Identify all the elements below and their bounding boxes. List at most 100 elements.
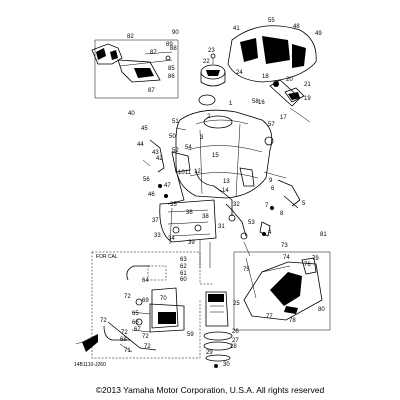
callout-31: 31 xyxy=(218,224,225,230)
callout-46: 46 xyxy=(148,192,155,198)
hose-group xyxy=(195,167,255,240)
callout-53: 53 xyxy=(248,220,255,226)
callout-1: 1 xyxy=(229,101,233,107)
callout-67: 67 xyxy=(134,327,141,333)
fuel-cap-assembly xyxy=(198,53,226,106)
callout-65: 65 xyxy=(132,311,139,317)
callout-89: 89 xyxy=(166,42,173,48)
right-brackets xyxy=(243,179,301,257)
callout-15: 15 xyxy=(212,153,219,159)
callout-85: 85 xyxy=(168,66,175,72)
copyright-notice: ©2013 Yamaha Motor Corporation, U.S.A. A… xyxy=(95,385,325,395)
callout-63: 63 xyxy=(180,257,187,263)
callout-14: 14 xyxy=(222,188,229,194)
callout-81: 81 xyxy=(320,232,327,238)
callout-72: 72 xyxy=(144,344,151,350)
left-brackets xyxy=(142,139,191,205)
callout-72: 72 xyxy=(124,294,131,300)
callout-86: 86 xyxy=(168,74,175,80)
callout-13: 13 xyxy=(223,179,230,185)
callout-45: 45 xyxy=(141,126,148,132)
callout-26: 26 xyxy=(232,329,239,335)
callout-59: 59 xyxy=(187,332,194,338)
callout-51: 51 xyxy=(172,119,179,125)
callout-2: 2 xyxy=(207,114,211,120)
callout-61: 61 xyxy=(180,271,187,277)
callout-82: 82 xyxy=(127,34,134,40)
callout-77: 77 xyxy=(266,314,273,320)
callout-75: 75 xyxy=(243,267,250,273)
callout-40: 40 xyxy=(128,111,135,117)
callout-36: 36 xyxy=(186,210,193,216)
callout-55: 55 xyxy=(268,18,275,24)
callout-50: 50 xyxy=(169,134,176,140)
callout-64: 64 xyxy=(142,278,149,284)
callout-39: 39 xyxy=(188,240,195,246)
callout-88: 88 xyxy=(170,46,177,52)
callout-9: 9 xyxy=(269,178,273,184)
callout-32: 32 xyxy=(233,202,240,208)
callout-44: 44 xyxy=(137,142,144,148)
fuel-pump xyxy=(203,291,233,368)
callout-8: 8 xyxy=(280,211,284,217)
callout-72: 72 xyxy=(142,334,149,340)
callout-19: 19 xyxy=(304,96,311,102)
callout-43: 43 xyxy=(152,150,159,156)
callout-4: 4 xyxy=(268,230,272,236)
inset-box-82 xyxy=(91,39,179,99)
callout-12: 12 xyxy=(194,169,201,175)
callout-80: 80 xyxy=(318,307,325,313)
tank-bottom-view xyxy=(227,25,317,83)
callout-58: 58 xyxy=(252,99,259,105)
callout-49: 49 xyxy=(315,31,322,37)
callout-23: 23 xyxy=(208,48,215,54)
callout-78: 78 xyxy=(289,318,296,324)
valve-group xyxy=(269,79,311,123)
callout-10: 10 xyxy=(178,170,185,176)
callout-27: 27 xyxy=(232,338,239,344)
callout-22: 22 xyxy=(203,59,210,65)
cal-region xyxy=(91,251,214,359)
callout-70: 70 xyxy=(160,296,167,302)
callout-56: 56 xyxy=(143,177,150,183)
callout-11: 11 xyxy=(185,170,192,176)
inset-box-73 xyxy=(233,251,331,331)
callout-38: 38 xyxy=(202,214,209,220)
callout-42: 42 xyxy=(156,156,163,162)
callout-72: 72 xyxy=(100,318,107,324)
cal-region-label: FOR CAL xyxy=(96,254,118,260)
front-arrow-icon xyxy=(75,334,98,352)
callout-18: 18 xyxy=(262,74,269,80)
callout-74: 74 xyxy=(283,255,290,261)
callout-41: 41 xyxy=(233,26,240,32)
callout-37: 37 xyxy=(152,218,159,224)
callout-68: 68 xyxy=(120,337,127,343)
lower-frame xyxy=(159,199,217,268)
callout-73: 73 xyxy=(281,243,288,249)
callout-60: 60 xyxy=(180,277,187,283)
callout-25: 25 xyxy=(233,301,240,307)
callout-7: 7 xyxy=(265,203,269,209)
callout-69: 69 xyxy=(142,298,149,304)
callout-87: 87 xyxy=(148,88,155,94)
callout-29: 29 xyxy=(206,350,213,356)
callout-20: 20 xyxy=(286,77,293,83)
callout-52: 52 xyxy=(172,148,179,154)
callout-76: 76 xyxy=(304,262,311,268)
callout-54: 54 xyxy=(185,145,192,151)
callout-66: 66 xyxy=(132,320,139,326)
callout-21: 21 xyxy=(304,82,311,88)
callout-72: 72 xyxy=(121,330,128,336)
callout-35: 35 xyxy=(170,202,177,208)
callout-47: 47 xyxy=(164,183,171,189)
callout-6: 6 xyxy=(271,186,275,192)
callout-33: 33 xyxy=(154,233,161,239)
callout-5: 5 xyxy=(302,201,306,207)
callout-90: 90 xyxy=(172,30,179,36)
callout-48: 48 xyxy=(293,24,300,30)
callout-62: 62 xyxy=(180,264,187,270)
callout-71: 71 xyxy=(124,348,131,354)
callout-87: 87 xyxy=(150,50,157,56)
